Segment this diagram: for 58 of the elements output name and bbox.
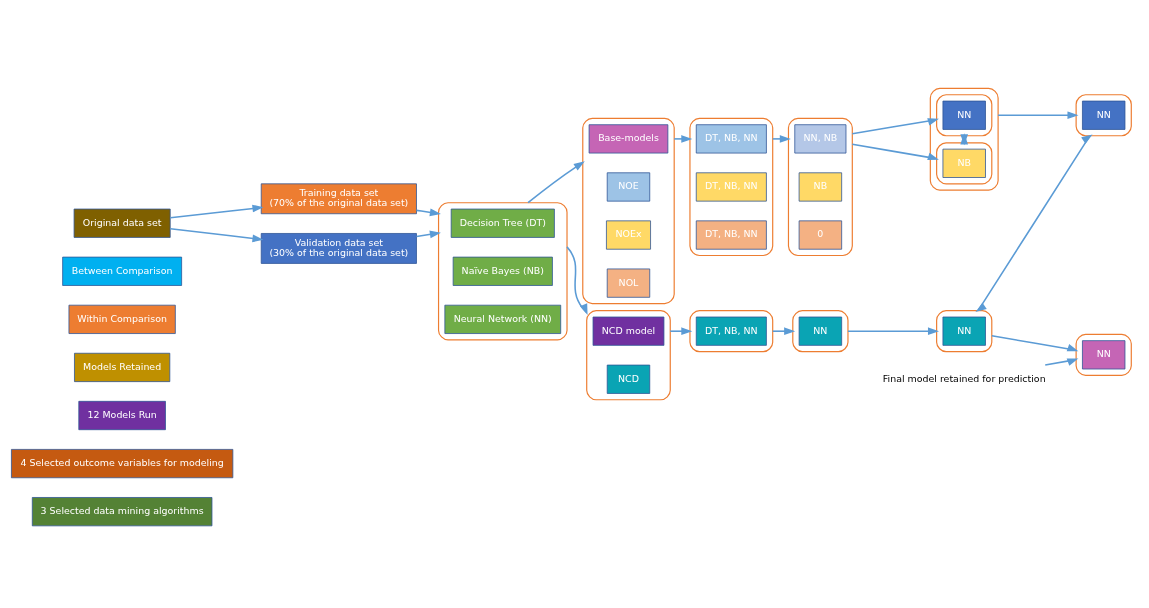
arrow <box>566 246 588 316</box>
node-box: NN <box>1082 340 1126 370</box>
arrow <box>415 230 441 239</box>
cluster <box>936 142 993 185</box>
node-box: Between Comparison <box>62 256 183 286</box>
cluster <box>582 117 675 305</box>
node-box: Decision Tree (DT) <box>450 208 555 238</box>
node-box: NN, NB <box>794 124 847 154</box>
arrow <box>851 143 939 161</box>
arrow <box>415 208 441 217</box>
node-box: Base-models <box>588 124 669 154</box>
arrow <box>771 327 796 336</box>
node-box: NOE <box>606 172 651 202</box>
node-box: 3 Selected data mining algorithms <box>31 497 213 527</box>
arrow <box>851 118 939 135</box>
arrow <box>1044 358 1079 366</box>
node-box: NOEx <box>606 220 651 250</box>
node-box: NCD model <box>592 316 665 346</box>
node-box: DT, NB, NN <box>695 220 767 250</box>
node-box: NN <box>1082 100 1126 130</box>
node-box: Original data set <box>73 208 171 238</box>
cluster <box>792 310 849 353</box>
arrow <box>169 204 264 219</box>
node-text: Final model retained for prediction <box>882 372 1046 384</box>
node-box: 4 Selected outcome variables for modeling <box>11 449 234 479</box>
node-box: NCD <box>606 364 651 394</box>
node-box: NN <box>798 316 843 346</box>
node-box: NB <box>798 172 843 202</box>
arrow <box>169 228 264 243</box>
node-box: NN <box>942 100 986 130</box>
arrow <box>527 161 585 204</box>
cluster <box>586 310 671 401</box>
arrow <box>991 335 1079 352</box>
cluster <box>437 202 568 341</box>
node-box: Within Comparison <box>68 304 176 334</box>
node-box: DT, NB, NN <box>695 316 767 346</box>
cluster <box>689 117 774 257</box>
cluster <box>689 310 774 353</box>
node-box: NN <box>942 316 986 346</box>
cluster <box>1075 333 1132 376</box>
arrow <box>975 134 1093 313</box>
cluster <box>936 310 993 353</box>
node-box: Models Retained <box>74 352 171 383</box>
node-box: NOL <box>606 268 651 298</box>
cluster <box>787 117 853 257</box>
cluster <box>936 94 993 137</box>
node-box: NB <box>942 148 986 178</box>
node-box: Neural Network (NN) <box>444 304 562 334</box>
arrow <box>847 327 939 336</box>
arrow <box>997 111 1079 120</box>
node-box: 12 Models Run <box>78 400 166 431</box>
cluster <box>1075 94 1132 137</box>
node-box: Training data set (70% of the original data set) <box>260 183 417 215</box>
node-box: DT, NB, NN <box>695 172 767 202</box>
node-box: DT, NB, NN <box>695 124 767 154</box>
node-box: Naïve Bayes (NB) <box>452 256 553 286</box>
node-box: 0 <box>798 220 843 250</box>
node-box: Validation data set (30% of the original data set) <box>260 233 417 264</box>
